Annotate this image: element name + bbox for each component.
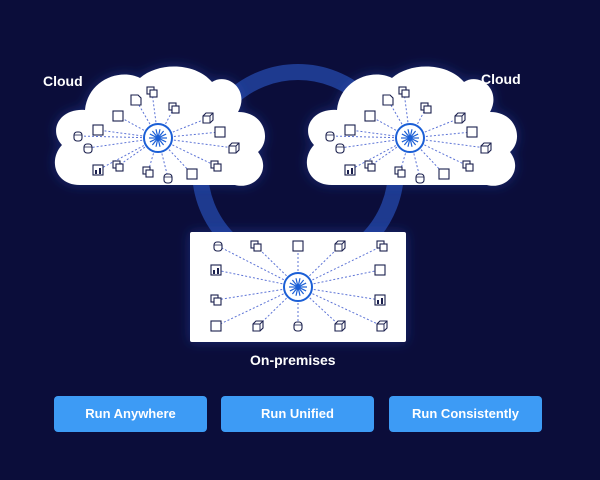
copy-icon bbox=[462, 160, 474, 172]
cloud-right-label: Cloud bbox=[481, 71, 521, 87]
cube-icon bbox=[202, 112, 214, 124]
database-icon bbox=[415, 173, 425, 184]
cube-icon bbox=[480, 142, 492, 154]
database-icon bbox=[213, 241, 223, 252]
copy-icon bbox=[210, 294, 222, 306]
doc-icon bbox=[292, 240, 304, 252]
spoke-line bbox=[409, 137, 469, 167]
cube-icon bbox=[334, 240, 346, 252]
database-icon bbox=[325, 131, 335, 142]
spoke-line bbox=[409, 137, 421, 179]
database-icon bbox=[335, 143, 345, 154]
copy-icon bbox=[364, 160, 376, 172]
bar-chart-icon bbox=[210, 264, 222, 276]
copy-icon bbox=[420, 102, 432, 114]
spoke-line bbox=[217, 245, 299, 288]
cloud-left-hub bbox=[143, 123, 173, 153]
spoke-line bbox=[297, 245, 383, 288]
doc-icon bbox=[466, 126, 478, 138]
spoke-line bbox=[297, 286, 383, 327]
spoke-line bbox=[387, 99, 411, 139]
doc-icon bbox=[210, 320, 222, 332]
copy-icon bbox=[210, 160, 222, 172]
database-icon bbox=[83, 143, 93, 154]
cloud-right-hub bbox=[395, 123, 425, 153]
copy-icon bbox=[142, 166, 154, 178]
spoke-line bbox=[135, 99, 159, 139]
copy-icon bbox=[112, 160, 124, 172]
copy-icon bbox=[376, 240, 388, 252]
spoke-line bbox=[215, 286, 299, 327]
cube-icon bbox=[252, 320, 264, 332]
doc-icon bbox=[112, 110, 124, 122]
bar-chart-icon bbox=[344, 164, 356, 176]
bar-chart-icon bbox=[92, 164, 104, 176]
cube-icon bbox=[228, 142, 240, 154]
run-unified-button[interactable]: Run Unified bbox=[221, 396, 374, 432]
file-icon bbox=[130, 94, 142, 106]
doc-icon bbox=[438, 168, 450, 180]
spoke-line bbox=[97, 137, 159, 171]
database-icon bbox=[73, 131, 83, 142]
bar-chart-icon bbox=[374, 294, 386, 306]
spoke-line bbox=[349, 137, 411, 171]
cloud-left-label: Cloud bbox=[43, 73, 83, 89]
doc-icon bbox=[364, 110, 376, 122]
cube-icon bbox=[334, 320, 346, 332]
doc-icon bbox=[186, 168, 198, 180]
file-icon bbox=[382, 94, 394, 106]
copy-icon bbox=[398, 86, 410, 98]
copy-icon bbox=[250, 240, 262, 252]
doc-icon bbox=[214, 126, 226, 138]
run-anywhere-button[interactable]: Run Anywhere bbox=[54, 396, 207, 432]
doc-icon bbox=[374, 264, 386, 276]
cube-icon bbox=[454, 112, 466, 124]
doc-icon bbox=[92, 124, 104, 136]
copy-icon bbox=[168, 102, 180, 114]
on-premises-hub bbox=[283, 272, 313, 302]
hubs-layer bbox=[143, 123, 425, 302]
run-consistently-button[interactable]: Run Consistently bbox=[389, 396, 542, 432]
on-premises-label: On-premises bbox=[250, 352, 336, 368]
database-icon bbox=[293, 321, 303, 332]
nodes-layer bbox=[73, 86, 492, 332]
copy-icon bbox=[394, 166, 406, 178]
copy-icon bbox=[146, 86, 158, 98]
spoke-line bbox=[157, 137, 217, 167]
cube-icon bbox=[376, 320, 388, 332]
spoke-line bbox=[157, 137, 169, 179]
doc-icon bbox=[344, 124, 356, 136]
database-icon bbox=[163, 173, 173, 184]
